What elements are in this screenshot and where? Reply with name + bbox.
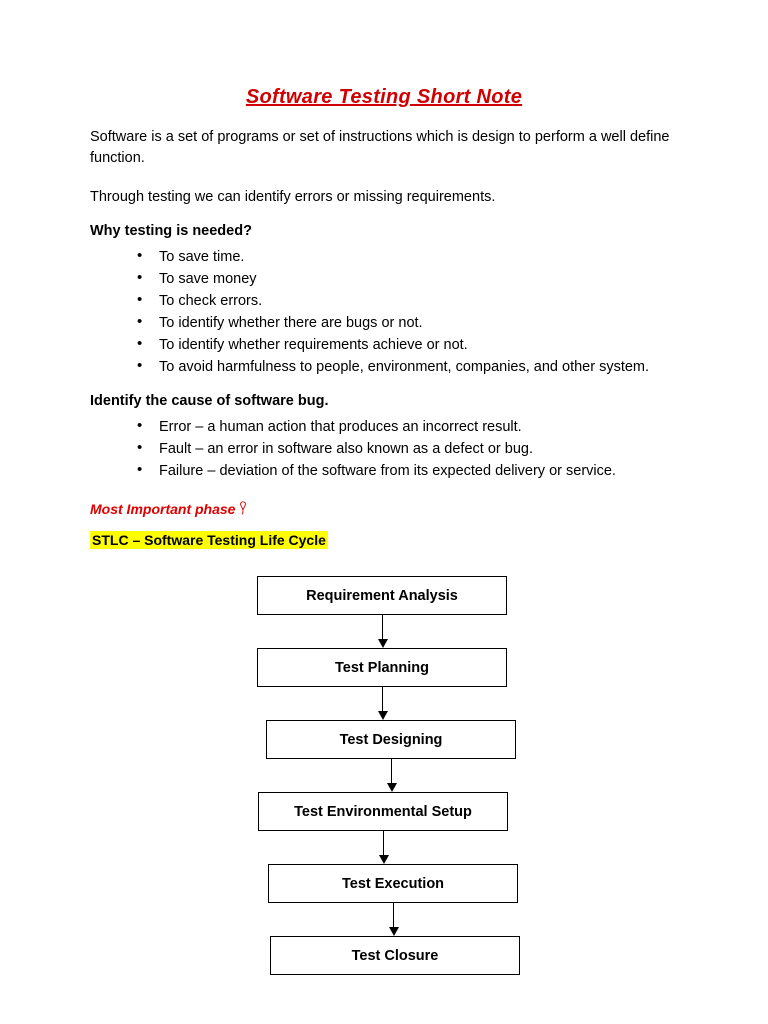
list-item: Error – a human action that produces an … — [137, 415, 673, 438]
why-testing-list: To save time. To save money To check err… — [90, 245, 673, 378]
flow-row-1: Requirement Analysis — [0, 576, 768, 616]
page-title: Software Testing Short Note — [245, 86, 523, 108]
document-body: Software is a set of programs or set of … — [0, 127, 768, 550]
flow-step-test-environmental-setup: Test Environmental Setup — [258, 792, 508, 832]
flow-row-4: Test Environmental Setup — [0, 792, 768, 832]
stlc-heading: STLC – Software Testing Life Cycle — [90, 531, 328, 550]
flow-step-requirement-analysis: Requirement Analysis — [257, 576, 507, 616]
flow-step-test-execution: Test Execution — [268, 864, 518, 904]
stlc-heading-line: STLC – Software Testing Life Cycle — [90, 531, 673, 550]
flow-arrow-4 — [0, 831, 768, 865]
list-item: To identify whether requirements achieve… — [137, 333, 673, 356]
flow-step-test-closure: Test Closure — [270, 936, 520, 976]
pin-icon — [238, 501, 248, 515]
flow-row-2: Test Planning — [0, 648, 768, 688]
bug-cause-list: Error – a human action that produces an … — [90, 415, 673, 482]
most-important-phase-label: Most Important phase — [90, 501, 236, 518]
most-important-phase-note: Most Important phase — [90, 501, 673, 517]
section-heading-software-bug-cause: Identify the cause of software bug. — [90, 393, 329, 410]
list-item: Failure – deviation of the software from… — [137, 459, 673, 482]
list-item: To save time. — [137, 245, 673, 268]
flow-row-5: Test Execution — [0, 864, 768, 904]
flow-arrow-3 — [0, 759, 768, 793]
flow-arrow-2 — [0, 687, 768, 721]
flow-step-test-planning: Test Planning — [257, 648, 507, 688]
list-item: Fault – an error in software also known … — [137, 437, 673, 460]
flow-arrow-5 — [0, 903, 768, 937]
flow-arrow-1 — [0, 615, 768, 649]
intro-paragraph-1: Software is a set of programs or set of … — [90, 129, 670, 167]
list-item: To identify whether there are bugs or no… — [137, 311, 673, 334]
list-item: To check errors. — [137, 289, 673, 312]
list-item: To save money — [137, 267, 673, 290]
flow-row-6: Test Closure — [0, 936, 768, 976]
intro-paragraph-2: Through testing we can identify errors o… — [90, 189, 496, 206]
stlc-flowchart: Requirement Analysis Test Planning Test … — [0, 576, 768, 976]
list-item: To avoid harmfulness to people, environm… — [137, 355, 673, 378]
section-heading-why-testing: Why testing is needed? — [90, 223, 252, 240]
flow-step-test-designing: Test Designing — [266, 720, 516, 760]
flow-row-3: Test Designing — [0, 720, 768, 760]
